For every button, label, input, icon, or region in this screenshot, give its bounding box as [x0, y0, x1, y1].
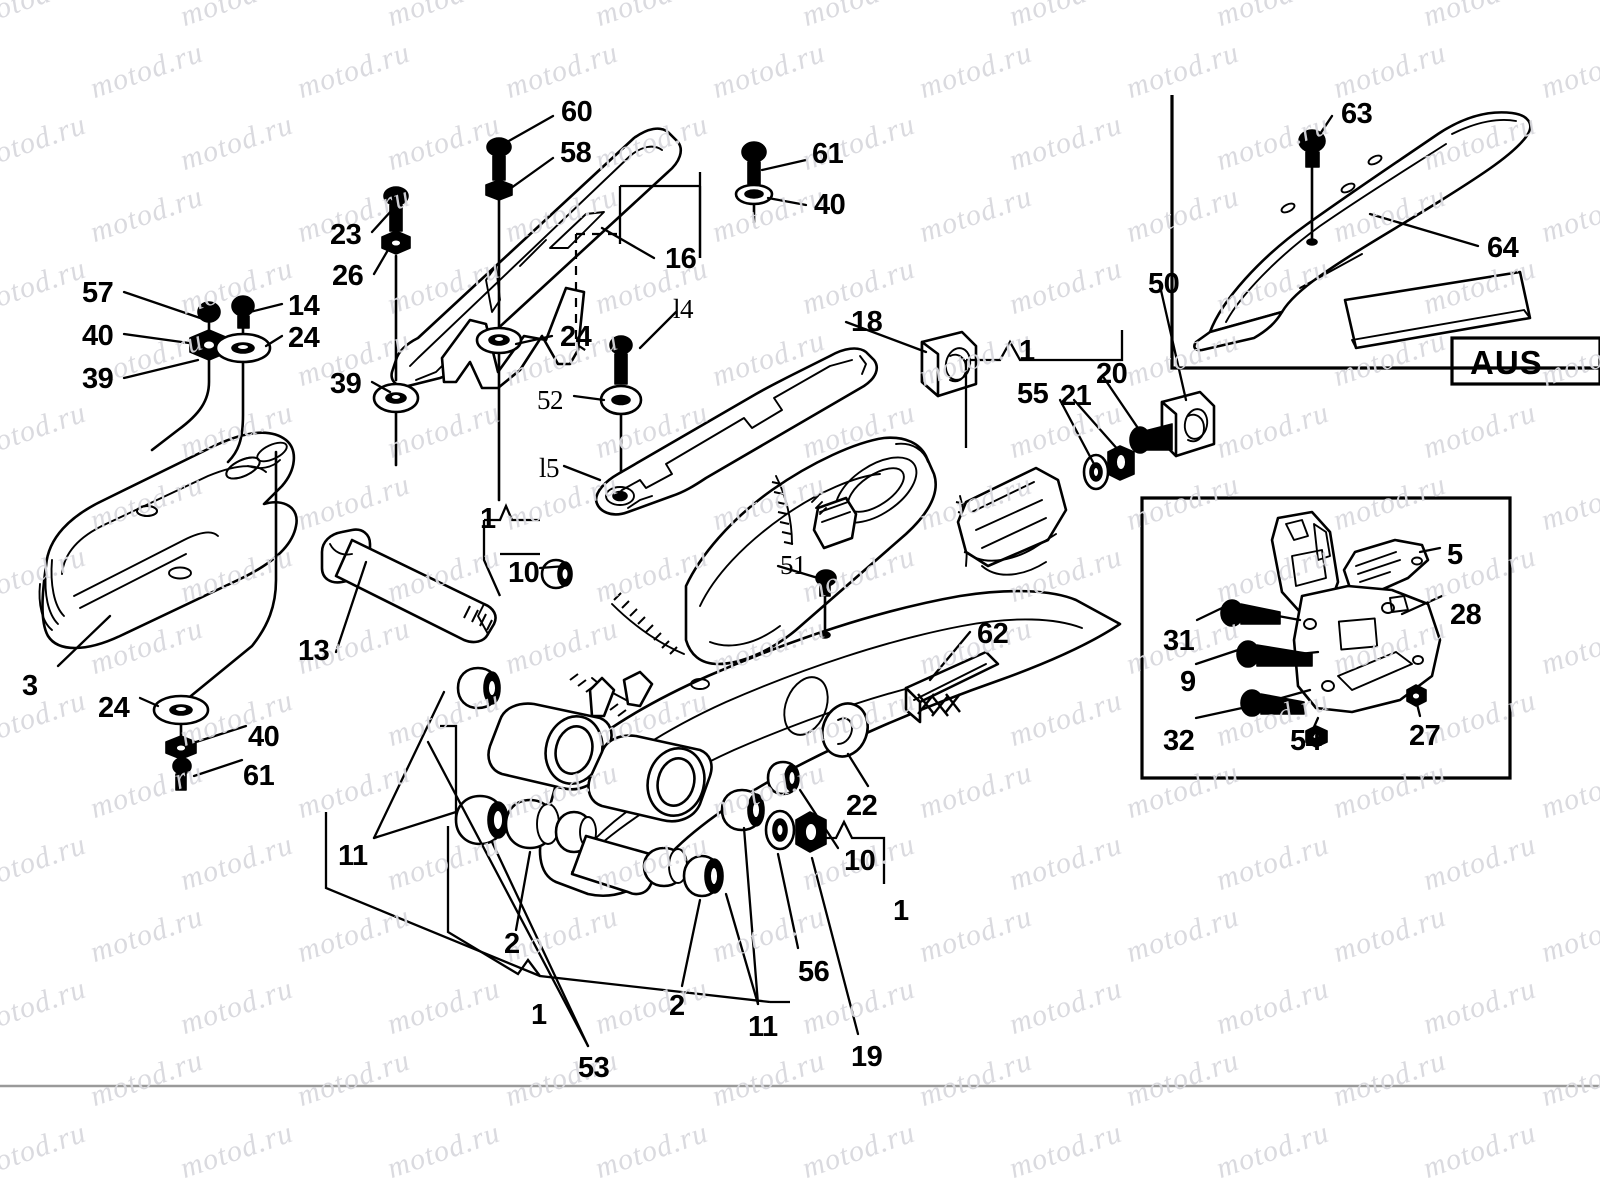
- part-14-24-stack: [214, 295, 272, 480]
- callout-62: 62: [977, 618, 1009, 650]
- part-23-26-bolt-stack: [372, 186, 420, 467]
- part-9-bolt: [1236, 640, 1313, 668]
- callout-61: 61: [243, 760, 275, 792]
- callout-55: 55: [1017, 378, 1049, 410]
- callout-28: 28: [1450, 599, 1482, 631]
- callout-24: 24: [560, 321, 592, 353]
- part-13-pivot-shaft: [320, 528, 497, 644]
- callout-3: 3: [22, 670, 38, 702]
- callout-39: 39: [330, 368, 362, 400]
- callout-21: 21: [1060, 380, 1092, 412]
- callout-19: 19: [851, 1041, 883, 1073]
- callout-51: 51: [780, 550, 807, 580]
- callout-10: 10: [508, 557, 540, 589]
- callout-50: 50: [1148, 268, 1180, 300]
- callout-1: 1: [1019, 335, 1035, 367]
- part-51-bolt: [815, 569, 837, 639]
- callout-23: 23: [330, 219, 362, 251]
- callout-63: 63: [1341, 98, 1373, 130]
- part-15-chain-slider: [594, 347, 878, 516]
- part-61-40-stack: [734, 141, 774, 224]
- callout-11: 11: [338, 840, 368, 872]
- part-3-chain-guard: [38, 431, 298, 650]
- part-24-40-61-bottom-stack: [152, 450, 278, 791]
- callout-20: 20: [1096, 358, 1128, 390]
- bushing-set-left: [454, 558, 827, 898]
- callout-60: 60: [561, 96, 593, 128]
- callout-40: 40: [82, 320, 114, 352]
- callout-5: 5: [1447, 539, 1463, 571]
- callout-64: 64: [1487, 232, 1519, 264]
- callout-24: 24: [98, 692, 130, 724]
- callout-24: 24: [288, 322, 320, 354]
- part-52-14-bolt: [599, 335, 643, 474]
- callout-9: 9: [1180, 666, 1196, 698]
- callout-1: 1: [531, 999, 547, 1031]
- aus-market-tag: AUS: [1470, 344, 1543, 381]
- callout-40: 40: [814, 189, 846, 221]
- callout-32: 32: [1163, 725, 1195, 757]
- callout-40: 40: [248, 721, 280, 753]
- part-18-chain-adjuster: [920, 330, 978, 398]
- part-32-bolt: [1240, 689, 1305, 717]
- aus-inset-group: [1170, 95, 1600, 386]
- callout-56: 56: [798, 956, 830, 988]
- callout-1: 1: [480, 503, 496, 535]
- callout-54: 54: [1290, 725, 1322, 757]
- callout-10: 10: [844, 845, 876, 877]
- callout-22: 22: [846, 790, 878, 822]
- detail-inset-group: [1140, 496, 1512, 780]
- callout-14: 14: [288, 290, 320, 322]
- callout-53: 53: [578, 1052, 610, 1084]
- callout-13: 13: [298, 635, 330, 667]
- callout-57: 57: [82, 277, 114, 309]
- group-brackets: [324, 186, 1124, 1004]
- part-55-21-20-stack: [1082, 423, 1173, 491]
- callout-61: 61: [812, 138, 844, 170]
- callout-58: 58: [560, 137, 592, 169]
- callout-52: 52: [537, 385, 564, 415]
- leader-lines: [56, 114, 1480, 1048]
- part-31-bolt: [1220, 599, 1281, 627]
- callout-1: 1: [893, 895, 909, 927]
- part-57-40-39-stack: [136, 301, 229, 517]
- callout-27: 27: [1409, 720, 1441, 752]
- callout-31: 31: [1163, 625, 1195, 657]
- callout-11: 11: [748, 1011, 778, 1043]
- callout-18: 18: [851, 306, 883, 338]
- callout-2: 2: [669, 990, 685, 1022]
- callout-26: 26: [332, 260, 364, 292]
- callout-2: 2: [504, 928, 520, 960]
- part-60-bolt-stack: [475, 137, 523, 502]
- callout-39: 39: [82, 363, 114, 395]
- callout-l4: l4: [673, 294, 694, 324]
- callout-l5: l5: [539, 453, 560, 483]
- callout-16: 16: [665, 243, 697, 275]
